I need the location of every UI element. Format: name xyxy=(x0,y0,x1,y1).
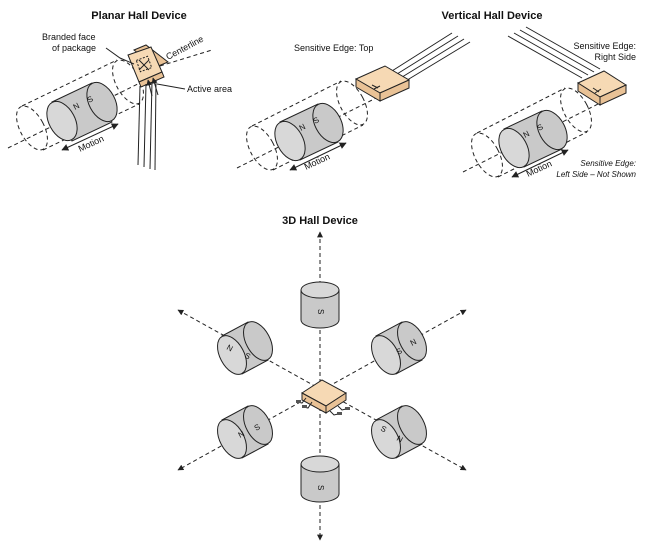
vertical-top-package xyxy=(354,65,411,102)
vertical-top-pole-s: S xyxy=(312,115,321,125)
planar-magnet: N S xyxy=(46,81,118,142)
three-d-magnet-lower-left: N S xyxy=(217,405,273,459)
vertical-right-pole-n: N xyxy=(522,129,532,140)
planar-active-area-label: Active area xyxy=(187,84,232,94)
three-d-magnet-lower-right: S N xyxy=(371,405,427,459)
vertical-right-assembly: N S Motion Sensitive Edge: Right Side Se… xyxy=(462,26,637,179)
planar-hall-section: Planar Hall Device N S Motion xyxy=(7,10,232,171)
vertical-top-magnet: N S xyxy=(274,102,344,162)
planar-branded-label-2: of package xyxy=(52,43,96,53)
planar-centerline-extension xyxy=(159,49,213,67)
vertical-top-leads xyxy=(383,32,471,86)
vertical-hall-section: Vertical Hall Device N S Motion xyxy=(236,10,637,179)
planar-motion-arrow xyxy=(61,123,119,151)
three-d-bottom-pole-s: S xyxy=(316,485,325,490)
planar-title: Planar Hall Device xyxy=(91,10,186,22)
three-d-magnet-bottom: S xyxy=(300,455,340,503)
vertical-edge-left-label-1: Sensitive Edge: xyxy=(580,159,636,168)
three-d-ll-pole-n: N xyxy=(237,429,247,440)
three-d-package xyxy=(296,379,350,416)
three-d-ll-pole-s: S xyxy=(253,422,262,432)
planar-branded-leader xyxy=(105,47,135,65)
three-d-hall-section: 3D Hall Device S S N S xyxy=(177,215,467,541)
vertical-right-leads xyxy=(507,26,601,79)
planar-pole-s: S xyxy=(86,94,95,104)
vertical-top-pole-n: N xyxy=(298,122,308,133)
vertical-edge-top-label: Sensitive Edge: Top xyxy=(294,43,373,53)
three-d-ur-pole-n: N xyxy=(409,337,419,348)
planar-package xyxy=(127,44,169,171)
vertical-edge-left-label-2: Left Side – Not Shown xyxy=(556,170,636,179)
planar-branded-label-1: Branded face xyxy=(42,32,96,42)
three-d-title: 3D Hall Device xyxy=(282,215,358,227)
three-d-magnet-top: S xyxy=(300,281,340,329)
planar-active-leader xyxy=(156,83,186,90)
three-d-ur-pole-s: S xyxy=(395,346,404,356)
three-d-ul-pole-s: S xyxy=(243,351,252,361)
three-d-lr-pole-n: N xyxy=(395,434,405,445)
vertical-right-package xyxy=(576,70,628,106)
three-d-top-pole-s: S xyxy=(316,309,325,314)
vertical-right-magnet: N S xyxy=(498,109,568,169)
vertical-right-motion-arrow xyxy=(511,149,569,178)
planar-centerline-label: Centerline xyxy=(164,34,205,62)
three-d-magnet-upper-right: S N xyxy=(371,321,427,375)
vertical-top-assembly: N S Motion Sensitive Edge: Top xyxy=(236,32,471,172)
vertical-edge-right-label-1: Sensitive Edge: xyxy=(573,41,636,51)
three-d-magnet-upper-left: N S xyxy=(217,321,273,375)
planar-pole-n: N xyxy=(72,101,82,112)
vertical-edge-right-label-2: Right Side xyxy=(594,52,636,62)
vertical-title: Vertical Hall Device xyxy=(442,10,543,22)
vertical-right-pole-s: S xyxy=(536,122,545,132)
vertical-top-motion-arrow xyxy=(289,142,347,171)
three-d-lr-pole-s: S xyxy=(379,424,388,434)
three-d-ul-pole-n: N xyxy=(225,343,235,354)
